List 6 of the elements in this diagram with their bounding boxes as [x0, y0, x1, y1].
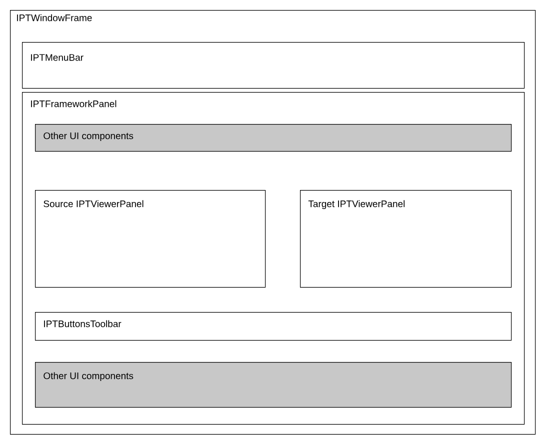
viewer-panel-box: Source IPTViewerPanel — [35, 190, 266, 288]
component-box: Other UI components — [35, 124, 512, 152]
toolbar-box: IPTButtonsToolbar — [35, 312, 512, 341]
viewer-panel-box: Target IPTViewerPanel — [300, 190, 512, 288]
component-box: Other UI components — [35, 362, 512, 408]
menu-bar-box: IPTMenuBar — [22, 42, 525, 89]
